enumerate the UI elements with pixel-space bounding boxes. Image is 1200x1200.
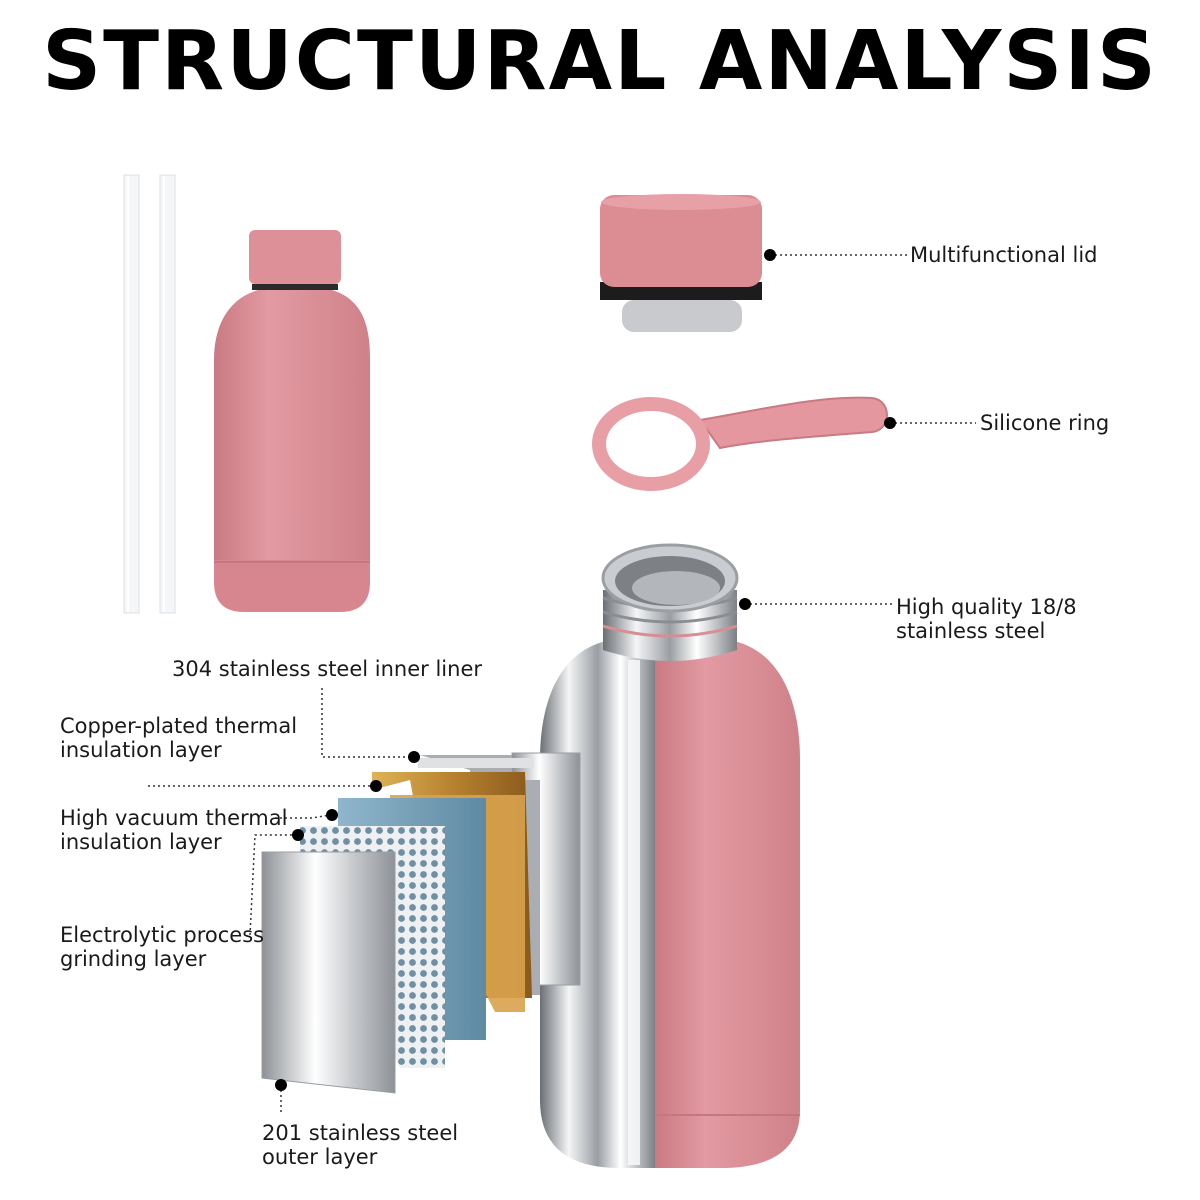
small-bottle [214, 230, 370, 612]
callout-inner-liner: 304 stainless steel inner liner [172, 657, 482, 681]
leader-dots [275, 249, 896, 1091]
callout-silicone-ring: Silicone ring [980, 411, 1110, 435]
large-bottle [540, 543, 800, 1168]
callout-multifunctional-lid: Multifunctional lid [910, 243, 1098, 267]
page-title: STRUCTURAL ANALYSIS [42, 14, 1158, 109]
straw-pair [123, 174, 176, 614]
silicone-ring-illustration [592, 396, 888, 491]
layer-stack [261, 752, 581, 1094]
lid-illustration [600, 194, 762, 332]
